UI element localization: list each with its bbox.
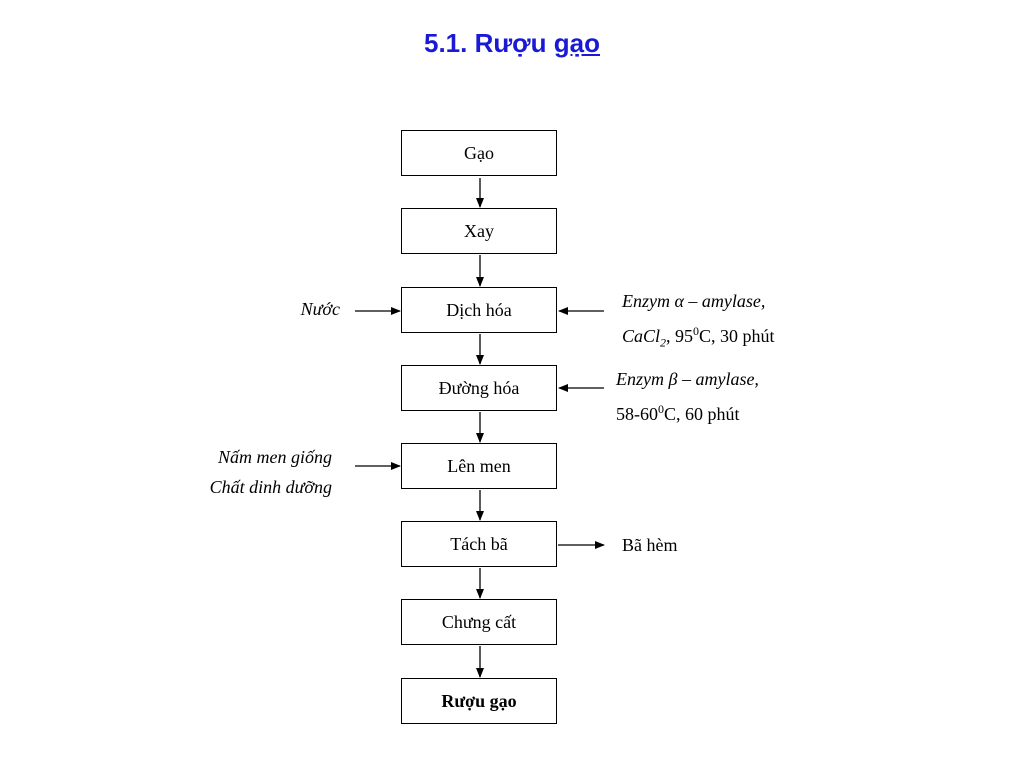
- step-saccharification: Đường hóa: [401, 365, 557, 411]
- page-title: 5.1. Rượu gạo: [0, 28, 1024, 59]
- input-yeast-nutrients: Nấm men giống Chất dinh dưỡng: [150, 442, 332, 502]
- step-rice-wine: Rượu gạo: [401, 678, 557, 724]
- step-liquefaction: Dịch hóa: [401, 287, 557, 333]
- step-rice: Gạo: [401, 130, 557, 176]
- nutrients-label: Chất dinh dưỡng: [209, 477, 332, 497]
- input-enzyme-alpha: Enzym α – amylase, CaCl2, 950C, 30 phút: [622, 286, 882, 358]
- input-enzyme-beta: Enzym β – amylase, 58-600C, 60 phút: [616, 364, 876, 429]
- step-distillation: Chưng cất: [401, 599, 557, 645]
- output-residue: Bã hèm: [622, 535, 678, 555]
- enzyme-beta-line-2: 58-600C, 60 phút: [616, 402, 740, 424]
- title-text: 5.1. Rượu: [423, 28, 554, 58]
- enzyme-alpha-line-2: CaCl2, 950C, 30 phút: [622, 324, 775, 350]
- yeast-label: Nấm men giống: [218, 447, 332, 467]
- title-underlined-text: gạo: [553, 28, 601, 58]
- step-fermentation: Lên men: [401, 443, 557, 489]
- step-milling: Xay: [401, 208, 557, 254]
- input-water: Nước: [300, 299, 340, 319]
- enzyme-alpha-line-1: Enzym α – amylase,: [622, 291, 766, 311]
- enzyme-beta-line-1: Enzym β – amylase,: [616, 369, 759, 389]
- step-residue-separation: Tách bã: [401, 521, 557, 567]
